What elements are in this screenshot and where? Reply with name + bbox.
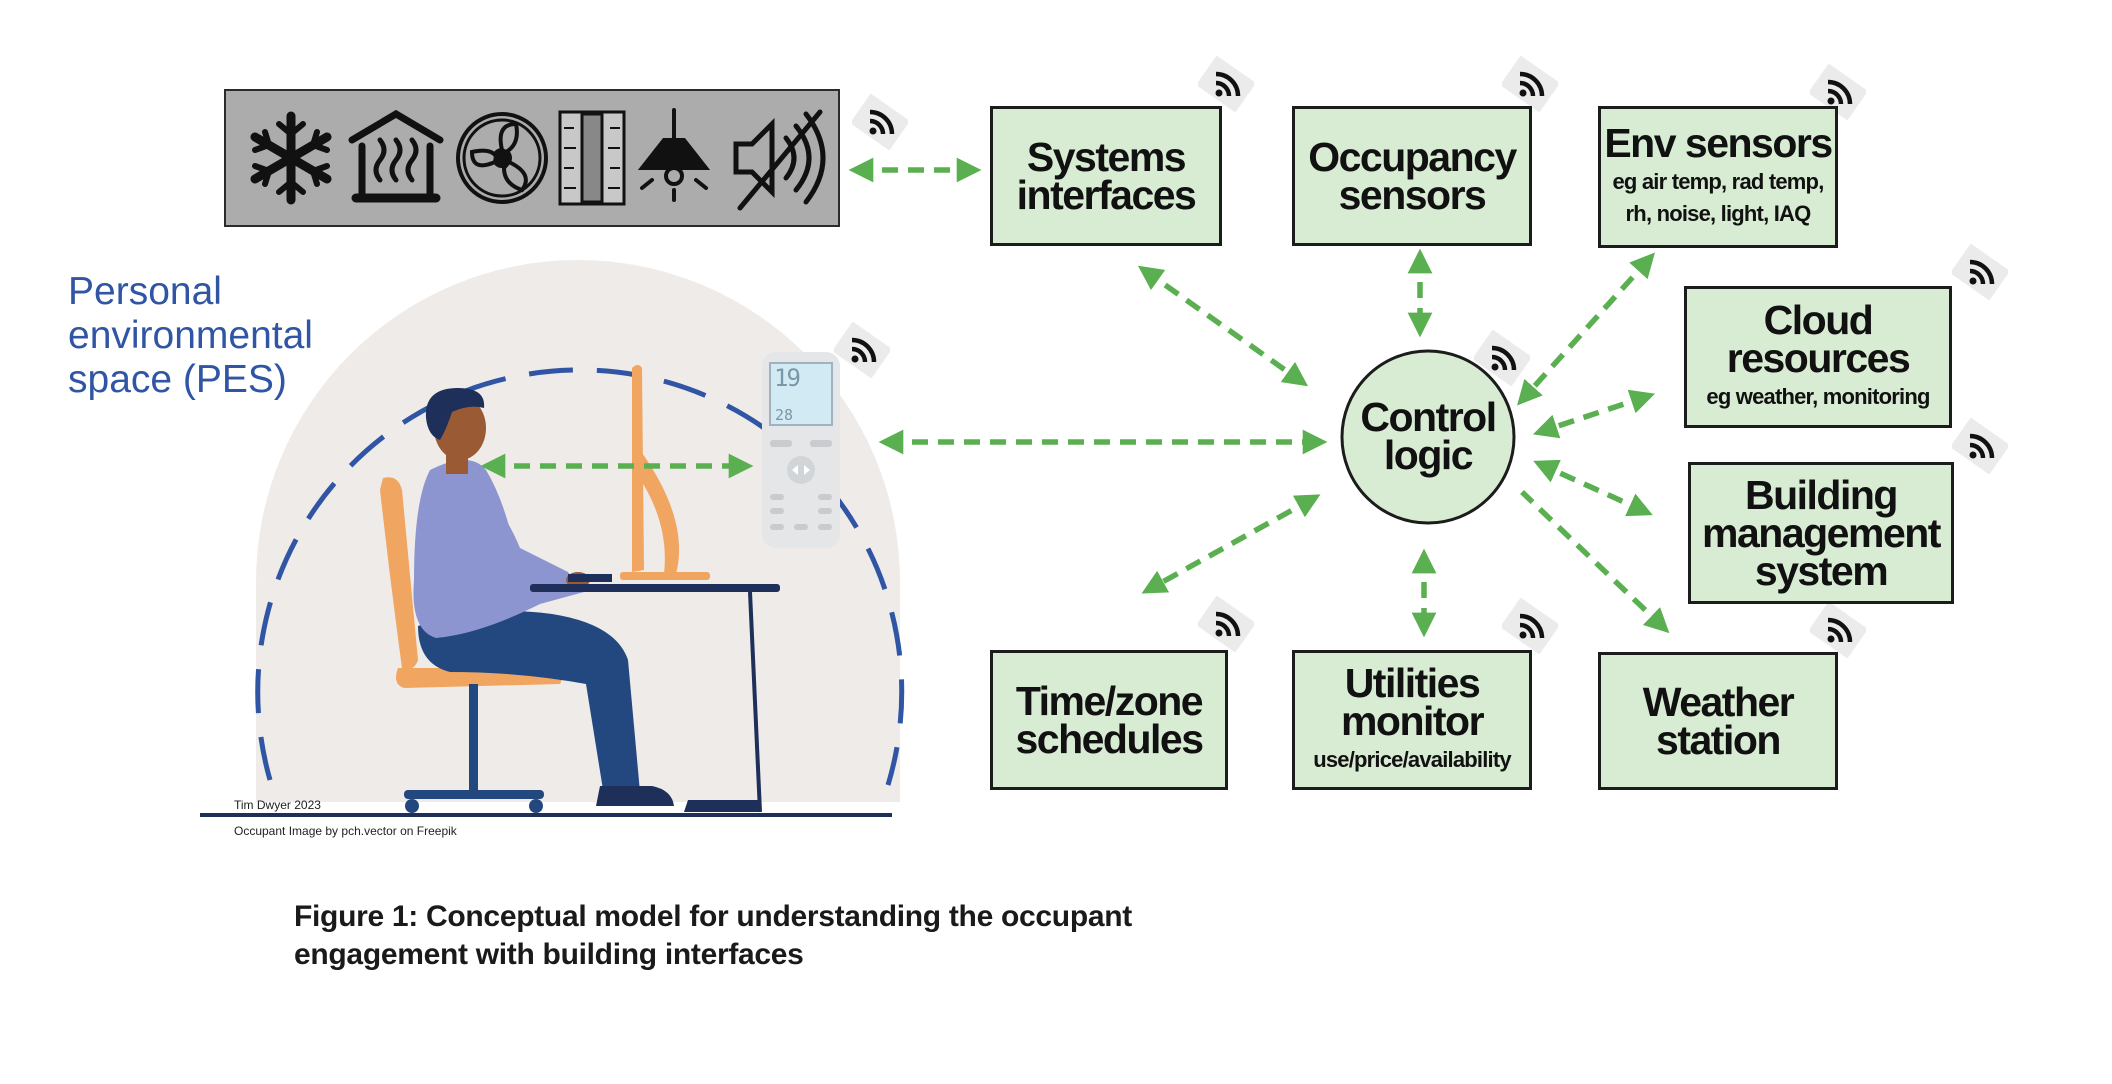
pes-circle xyxy=(255,260,905,802)
node-systems-interfaces: Systems interfaces xyxy=(990,106,1222,246)
arrow-weather-control xyxy=(1520,490,1670,634)
snowflake-icon xyxy=(250,111,332,205)
ceiling-light-icon xyxy=(637,108,711,202)
wifi-icon xyxy=(834,322,890,378)
node-utilities-monitor: Utilities monitor use/price/availability xyxy=(1292,650,1532,790)
pes-label: Personal environmental space (PES) xyxy=(68,270,313,401)
remote-setpoint: 19 xyxy=(774,364,801,392)
remote-room-temp: 28 xyxy=(775,406,794,424)
arrow-bms-control xyxy=(1533,459,1653,517)
node-subtitle: use/price/availability xyxy=(1313,747,1511,772)
node-title: Weather station xyxy=(1642,679,1795,763)
filter-icon xyxy=(558,110,626,206)
node-title: Cloud resources xyxy=(1726,297,1911,381)
control-logic-circle xyxy=(1340,349,1516,525)
node-building-management-system: Building management system xyxy=(1688,462,1954,604)
figure-caption: Figure 1: Conceptual model for understan… xyxy=(294,900,1132,971)
node-title: Env sensors xyxy=(1604,120,1833,166)
wifi-icon xyxy=(1952,418,2008,474)
control-logic-label: Control logic xyxy=(1360,394,1497,478)
node-subtitle: eg weather, monitoring xyxy=(1706,384,1930,409)
wifi-icon xyxy=(1198,596,1254,652)
node-title: Occupancy sensors xyxy=(1308,134,1517,218)
node-cloud-resources: Cloud resources eg weather, monitoring xyxy=(1684,286,1952,428)
author-credit: Tim Dwyer 2023 xyxy=(234,798,321,812)
muted-speaker-icon xyxy=(733,109,826,211)
wifi-icon xyxy=(852,94,908,150)
node-subtitle: eg air temp, rad temp, rh, noise, light,… xyxy=(1612,169,1824,226)
node-title: Utilities monitor xyxy=(1340,660,1485,744)
wifi-icon xyxy=(1502,598,1558,654)
arrow-schedules-control xyxy=(1141,494,1321,594)
wifi-icon xyxy=(1198,56,1254,112)
node-title: Time/zone schedules xyxy=(1015,678,1204,762)
node-occupancy-sensors: Occupancy sensors xyxy=(1292,106,1532,246)
wifi-icon xyxy=(1502,56,1558,112)
arrow-env-control xyxy=(1517,252,1655,406)
node-title: Building management system xyxy=(1702,472,1941,594)
remote-display: 19 28 xyxy=(769,362,833,426)
node-env-sensors: Env sensors eg air temp, rad temp, rh, n… xyxy=(1598,106,1838,248)
wifi-icon xyxy=(1474,330,1530,386)
desk-illustration xyxy=(530,365,780,813)
radiant-heating-icon xyxy=(348,109,444,203)
fan-icon xyxy=(456,112,548,204)
image-credit: Occupant Image by pch.vector on Freepik xyxy=(234,824,457,838)
occupant-illustration xyxy=(380,388,674,813)
building-systems-icon-strip xyxy=(224,89,840,227)
arrow-cloud-control xyxy=(1532,389,1656,439)
remote-control: 19 28 xyxy=(762,352,840,548)
node-weather-station: Weather station xyxy=(1598,652,1838,790)
wifi-icon xyxy=(1810,602,1866,658)
wifi-icon xyxy=(1952,244,2008,300)
arrow-systems-control xyxy=(1137,265,1309,387)
wifi-icon xyxy=(1810,64,1866,120)
node-time-zone-schedules: Time/zone schedules xyxy=(990,650,1228,790)
node-title: Systems interfaces xyxy=(1016,134,1197,218)
connection-arrows xyxy=(480,157,1670,638)
